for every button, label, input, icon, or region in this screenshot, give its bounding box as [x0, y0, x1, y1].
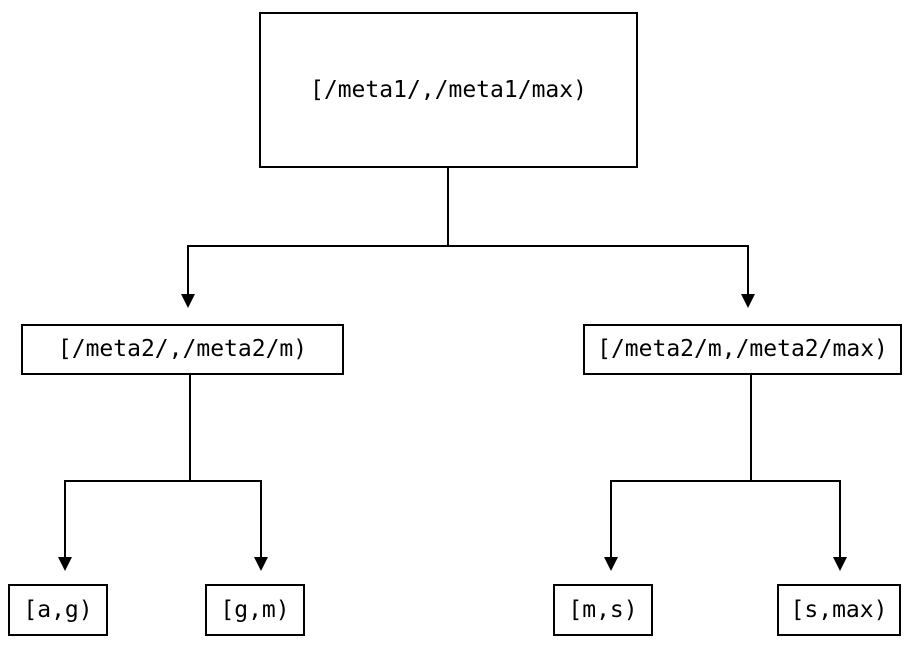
node-leaf-g-m[interactable]: [g,m) — [205, 584, 305, 636]
edge-mid-left-to-leaf1-drop — [64, 480, 66, 558]
edge-mid-right-to-leaf3-drop — [610, 480, 612, 558]
node-mid-left[interactable]: [/meta2/,/meta2/m) — [21, 324, 344, 375]
arrowhead-mid-left-to-leaf1 — [58, 557, 72, 571]
node-leaf-m-s-label: [m,s) — [568, 596, 638, 623]
edge-mid-right-stem — [750, 375, 752, 482]
node-mid-left-label: [/meta2/,/meta2/m) — [57, 336, 308, 362]
node-mid-right-label: [/meta2/m,/meta2/max) — [597, 336, 888, 362]
node-leaf-m-s[interactable]: [m,s) — [553, 584, 653, 636]
node-leaf-a-g[interactable]: [a,g) — [8, 584, 108, 636]
edge-mid-right-bus — [610, 480, 841, 482]
edge-root-stem — [447, 168, 449, 246]
edge-root-to-mid-left-drop — [187, 245, 189, 295]
edge-root-to-mid-right-drop — [747, 245, 749, 295]
node-leaf-s-max[interactable]: [s,max) — [777, 584, 901, 636]
node-leaf-g-m-label: [g,m) — [220, 596, 290, 623]
node-root[interactable]: [/meta1/,/meta1/max) — [259, 12, 638, 168]
edge-mid-left-bus — [64, 480, 262, 482]
node-root-label: [/meta1/,/meta1/max) — [310, 76, 587, 103]
edge-mid-left-stem — [189, 375, 191, 482]
arrowhead-root-to-mid-left — [181, 294, 195, 308]
arrowhead-mid-right-to-leaf4 — [833, 557, 847, 571]
arrowhead-mid-left-to-leaf2 — [254, 557, 268, 571]
edge-root-bus — [187, 245, 749, 247]
node-leaf-a-g-label: [a,g) — [23, 596, 93, 623]
node-mid-right[interactable]: [/meta2/m,/meta2/max) — [583, 324, 902, 375]
arrowhead-root-to-mid-right — [741, 294, 755, 308]
arrowhead-mid-right-to-leaf3 — [604, 557, 618, 571]
edge-mid-left-to-leaf2-drop — [260, 480, 262, 558]
node-leaf-s-max-label: [s,max) — [790, 596, 888, 623]
edge-mid-right-to-leaf4-drop — [839, 480, 841, 558]
